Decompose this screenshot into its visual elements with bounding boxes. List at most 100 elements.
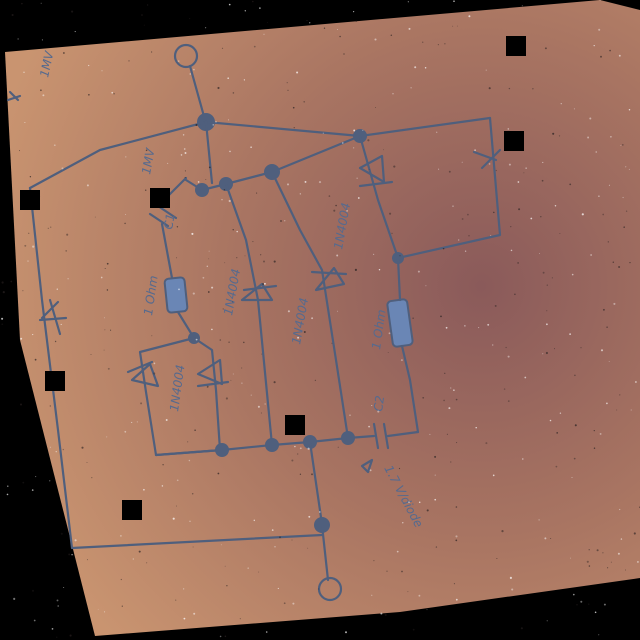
speckle (540, 215, 542, 218)
speckle (6, 493, 9, 496)
speckle (7, 485, 9, 487)
speckle (602, 308, 605, 311)
speckle (488, 163, 491, 165)
diode-d1 (240, 282, 278, 302)
speckle (271, 529, 274, 531)
speckle (510, 226, 512, 228)
speckle (287, 89, 289, 91)
speckle (90, 354, 92, 355)
speckle (224, 262, 226, 264)
speckle (521, 5, 523, 7)
speckle (241, 382, 243, 384)
speckle (63, 52, 65, 54)
speckle (386, 570, 388, 572)
speckle (74, 31, 76, 33)
speckle (518, 208, 521, 211)
speckle (333, 209, 336, 212)
speckle (67, 278, 69, 280)
speckle (574, 424, 577, 427)
speckle (223, 189, 226, 191)
speckle (408, 27, 411, 30)
speckle (183, 588, 185, 590)
speckle (417, 270, 420, 273)
speckle (461, 161, 463, 163)
speckle (2, 291, 5, 294)
speckle (617, 552, 620, 555)
speckle (355, 20, 357, 22)
speckle (546, 323, 548, 326)
speckle (634, 381, 637, 383)
speckle (494, 304, 497, 307)
speckle (453, 583, 455, 585)
speckle (402, 522, 404, 524)
speckle (456, 442, 458, 444)
wire-left (28, 120, 208, 190)
speckle (267, 21, 269, 23)
speckle (19, 403, 23, 406)
speckle (461, 218, 464, 220)
speckle (367, 139, 370, 142)
speckle (113, 92, 115, 95)
speckle (401, 570, 403, 573)
speckle (106, 436, 108, 438)
speckle (414, 66, 417, 69)
speckle (250, 146, 252, 149)
speckle (464, 325, 466, 327)
speckle (56, 288, 59, 290)
speckle (71, 553, 73, 556)
speckle (589, 117, 592, 120)
speckle (262, 283, 265, 285)
speckle (393, 165, 396, 168)
speckle (552, 132, 555, 135)
speckle (424, 67, 427, 69)
speckle (239, 618, 241, 620)
speckle (306, 20, 308, 22)
speckle (407, 591, 409, 593)
speckle (204, 27, 207, 29)
speckle (616, 409, 618, 411)
speckle (371, 594, 373, 596)
speckle (124, 430, 127, 433)
speckle (508, 163, 511, 166)
speckle (110, 329, 112, 331)
speckle (588, 549, 590, 551)
speckle (508, 87, 511, 90)
speckle (222, 308, 224, 310)
speckle (136, 421, 138, 423)
speckle (54, 340, 57, 343)
redaction-marker (150, 188, 170, 208)
speckle (396, 550, 399, 553)
speckle (619, 508, 621, 511)
speckle (599, 0, 601, 1)
speckle (452, 25, 454, 27)
speckle (243, 79, 246, 81)
right-loop-mark (472, 148, 502, 170)
wire (396, 256, 402, 302)
speckle (538, 253, 540, 254)
speckle (100, 276, 103, 279)
speckle (20, 337, 23, 340)
speckle (467, 213, 469, 216)
speckle (574, 374, 576, 377)
speckle (337, 28, 339, 30)
speckle (206, 265, 208, 267)
speckle (576, 604, 578, 606)
label-c1-extra: 1MV (139, 147, 157, 176)
speckle (546, 620, 548, 622)
speckle (205, 179, 207, 181)
speckle (353, 129, 356, 132)
resistor-r2 (386, 298, 414, 348)
speckle (144, 189, 147, 191)
speckle (49, 480, 51, 482)
speckle (509, 576, 512, 579)
speckle (10, 280, 13, 283)
speckle (613, 302, 616, 305)
speckle (593, 429, 595, 432)
arrow-icon (360, 458, 374, 474)
speckle (226, 585, 228, 587)
speckle (21, 2, 23, 5)
speckle (172, 517, 175, 520)
speckle (629, 261, 631, 264)
speckle (573, 457, 576, 460)
speckle (217, 86, 220, 90)
